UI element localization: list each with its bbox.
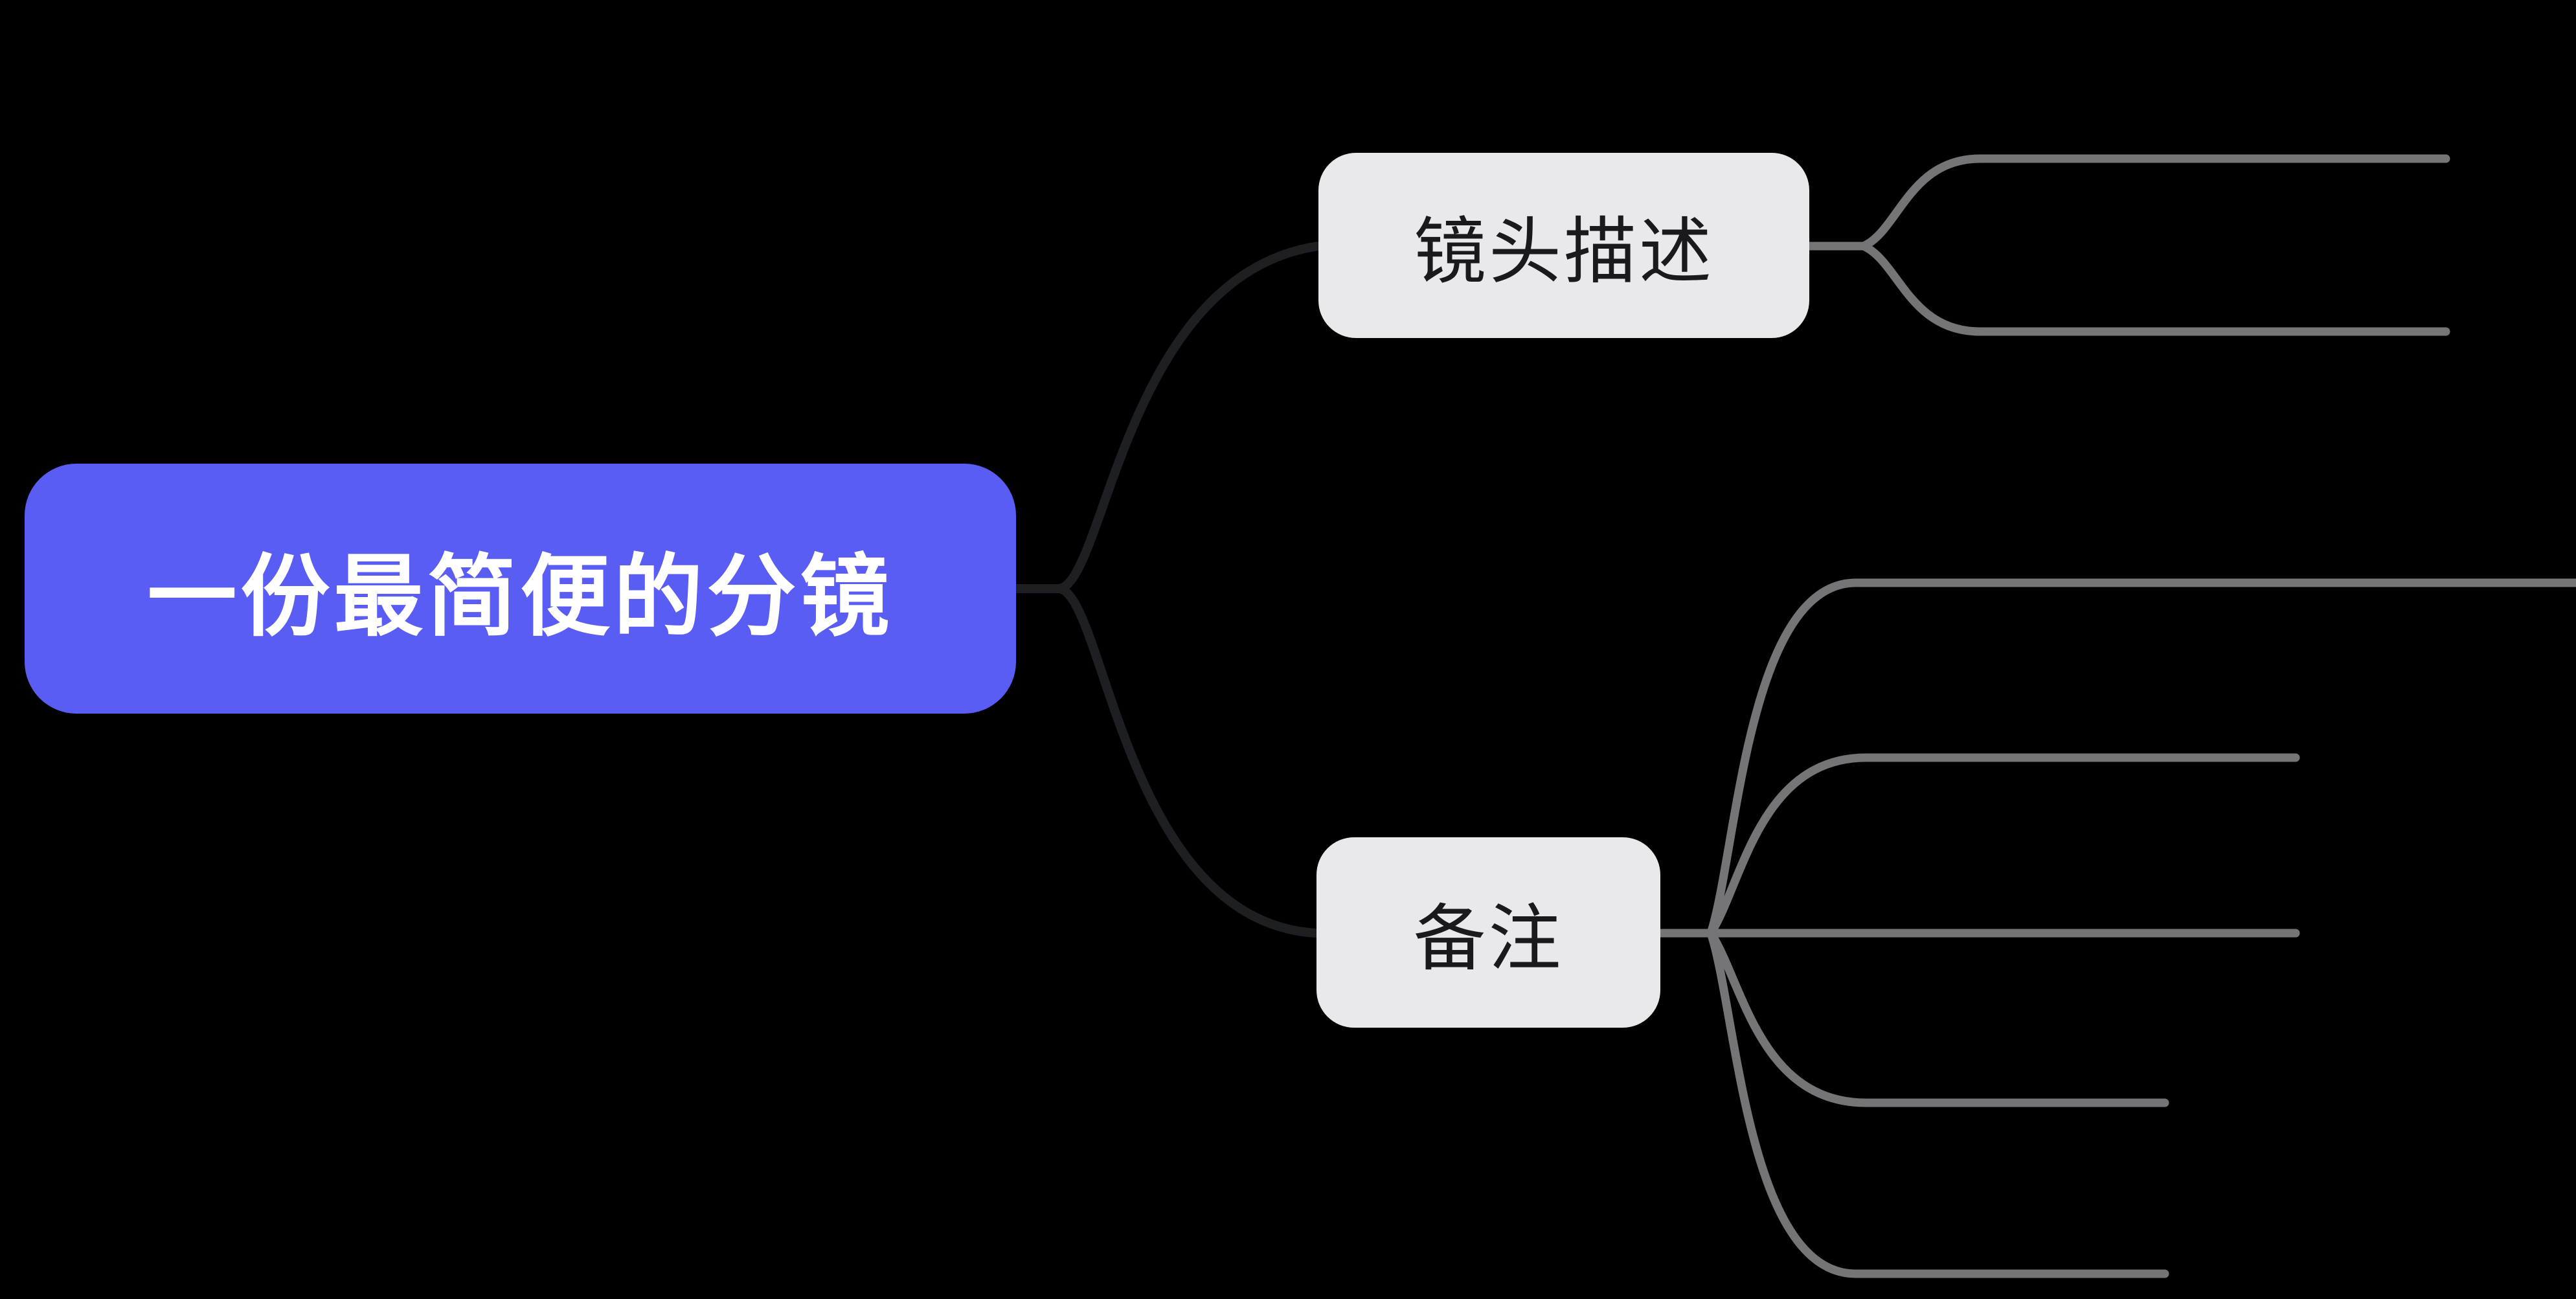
trunk-connector-notes <box>1011 584 1321 938</box>
root-topic-label: 一份最简便的分镜 <box>147 547 894 647</box>
topic-node-shot-description[interactable]: 镜头描述 <box>1318 153 1809 338</box>
topic-node-notes[interactable]: 备注 <box>1316 837 1660 1028</box>
branch-notes-2 <box>1656 753 2300 938</box>
branch-notes-4 <box>1656 929 2169 1107</box>
trunk-connector-shot-description <box>1011 242 1323 593</box>
topic-label-shot-description: 镜头描述 <box>1414 211 1714 292</box>
branch-notes-1 <box>1656 578 2576 938</box>
root-topic-node[interactable]: 一份最简便的分镜 <box>25 464 1016 714</box>
topic-label-notes: 备注 <box>1413 898 1564 979</box>
branch-shot-description-2 <box>1805 242 2450 336</box>
branch-shot-description-1 <box>1805 154 2450 251</box>
branch-notes-5 <box>1656 929 2169 1278</box>
